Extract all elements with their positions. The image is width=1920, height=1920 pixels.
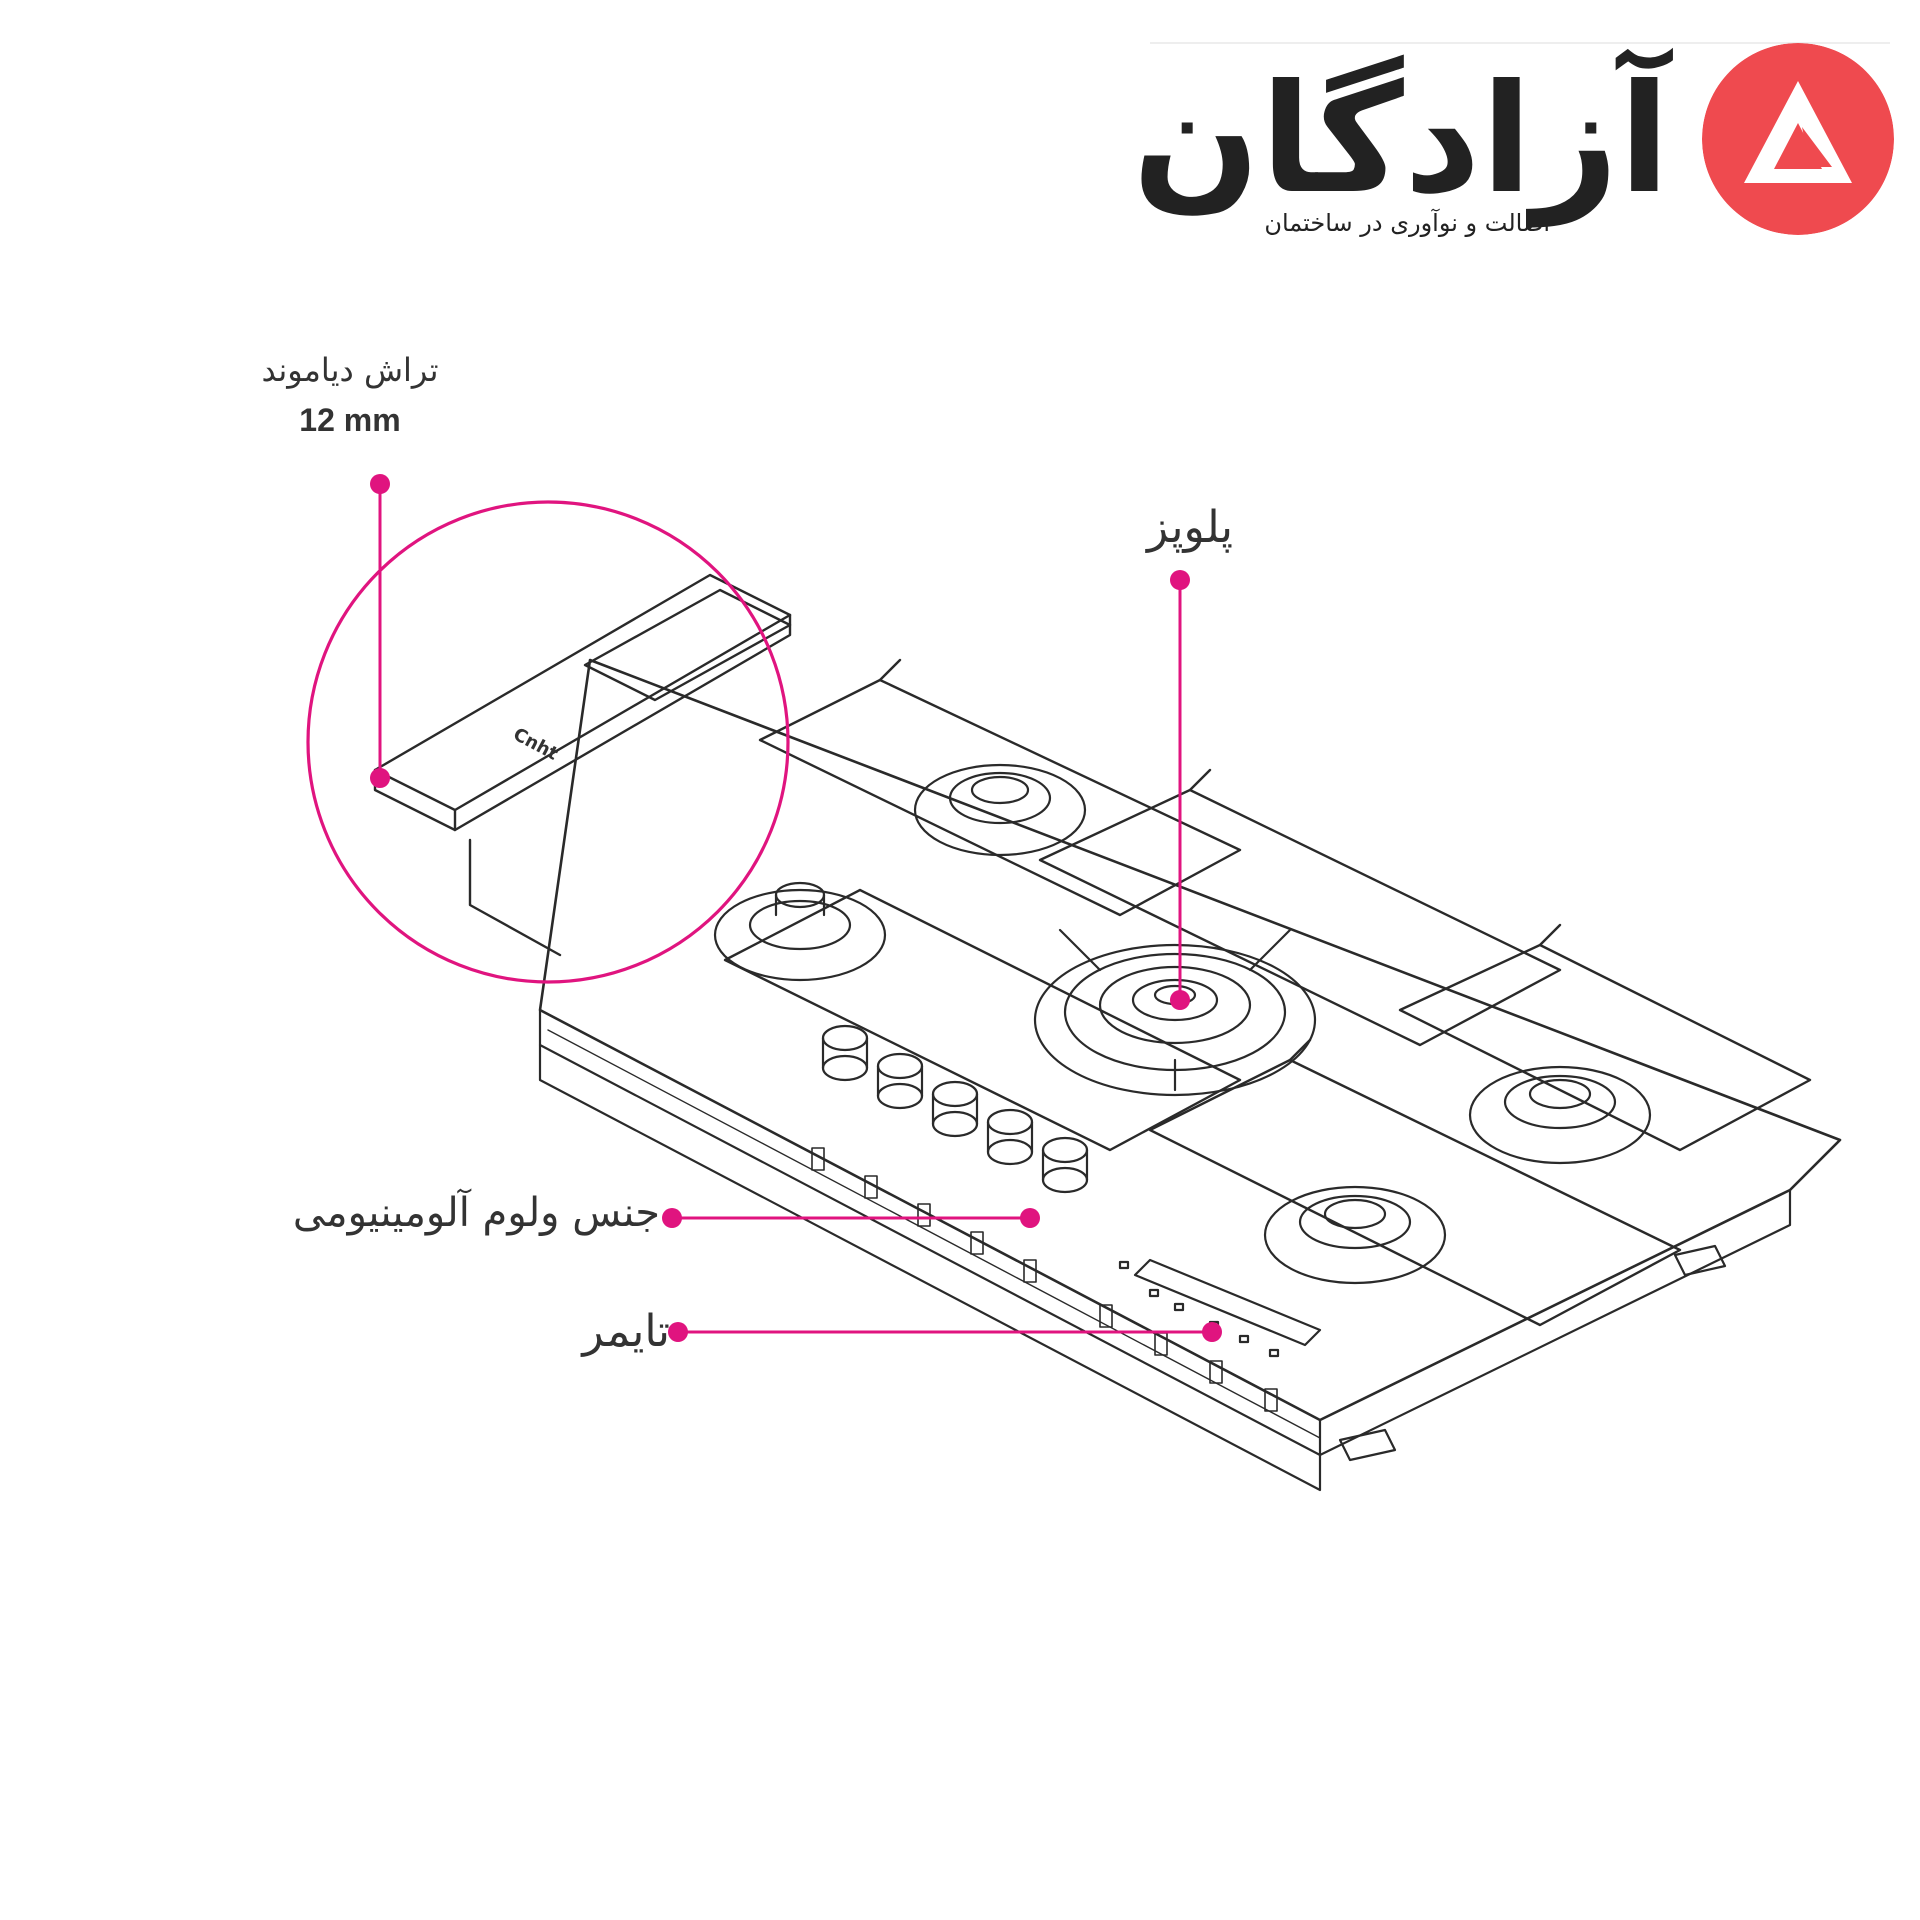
grid-hooks — [878, 658, 1562, 1062]
knobs-dot-target — [1020, 1208, 1040, 1228]
timer-label: تایمر — [582, 1306, 670, 1357]
diamond-cut-label: تراش دیاموند — [261, 351, 439, 389]
knob-1 — [821, 1024, 869, 1082]
grid-front-center — [1148, 1058, 1682, 1327]
timer-button — [1148, 1288, 1160, 1298]
front-ignition-slots — [811, 1147, 1278, 1412]
diamond-cut-dot-top — [370, 474, 390, 494]
magnified-side — [453, 613, 792, 832]
front-bevel-line — [547, 1029, 1321, 1439]
glass-top-outline — [538, 658, 1842, 1422]
timer-panel — [1118, 1258, 1322, 1358]
diamond-cut-size: 12 mm — [299, 402, 401, 438]
callout-dots — [370, 474, 1222, 1342]
timer-button — [1118, 1260, 1130, 1270]
callout-leaders — [378, 482, 1214, 1334]
magnifier-circle — [306, 500, 790, 984]
timer-button — [1173, 1302, 1185, 1312]
right-edge — [1318, 1188, 1792, 1457]
delta-triangle-logo-icon — [1744, 81, 1852, 183]
burner-left — [713, 881, 887, 982]
grid-front-left — [723, 888, 1242, 1152]
wok-burner-dot-target — [1170, 990, 1190, 1010]
knob-2 — [876, 1052, 924, 1110]
wok-burner — [1033, 928, 1317, 1097]
knobs-dot-label — [662, 1208, 682, 1228]
wok-burner-label: پلوپز — [1146, 502, 1234, 553]
support-foot-right — [1673, 1244, 1727, 1277]
timer-button — [1238, 1334, 1250, 1344]
magnified-glass-top — [373, 573, 792, 812]
logo-circle-bg — [1702, 43, 1894, 235]
brand-name: آزادگان — [1132, 53, 1670, 227]
burner-front — [1263, 1185, 1447, 1285]
brand-logo-icon — [1702, 43, 1894, 235]
diamond-cut-detail — [373, 573, 792, 957]
timer-button — [1268, 1348, 1280, 1358]
brand-tagline: اصالت و نوآوری در ساختمان — [1264, 209, 1550, 237]
magnified-grid-corner — [583, 588, 792, 702]
aluminium-knobs-label: جنس ولوم آلومینیومی — [292, 1190, 660, 1236]
diamond-cut-dot-edge — [370, 768, 390, 788]
knob-4 — [986, 1108, 1034, 1166]
control-knobs — [821, 1024, 1089, 1194]
grid-center — [1038, 788, 1562, 1047]
grid-right — [1398, 943, 1812, 1152]
knob-5 — [1041, 1136, 1089, 1194]
pan-support-grids — [723, 658, 1812, 1327]
base-tray — [538, 1043, 1322, 1492]
magnified-body — [468, 838, 562, 957]
knob-3 — [931, 1080, 979, 1138]
timer-dot-target — [1202, 1322, 1222, 1342]
burner-right — [1468, 1065, 1652, 1165]
wok-burner-dot-top — [1170, 570, 1190, 590]
product-label: Cnht — [510, 724, 562, 765]
burners — [713, 763, 1652, 1285]
grid-back-left — [758, 678, 1242, 917]
logo-notch — [1802, 127, 1832, 167]
header-divider — [1150, 42, 1890, 44]
support-foot-front — [1338, 1428, 1397, 1462]
burner-back-left — [913, 763, 1087, 857]
hob-body — [538, 658, 1842, 1492]
timer-dot-label — [668, 1322, 688, 1342]
